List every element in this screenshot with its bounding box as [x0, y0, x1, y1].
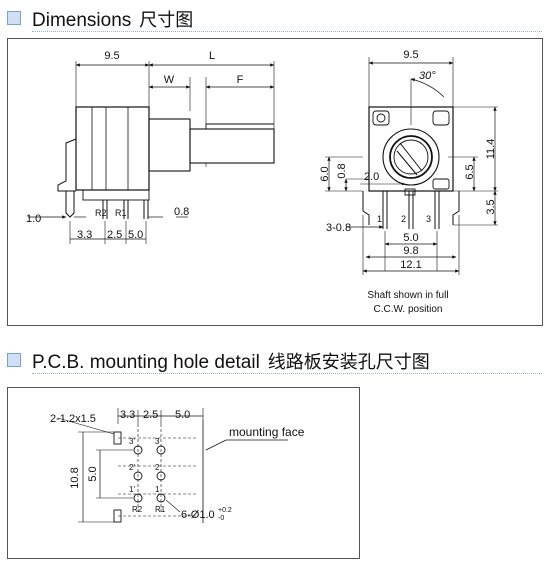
pcb-hole-1p: 1' [129, 485, 135, 494]
pcb-panel: 2-1.2x1.5 3.3 2.5 5.0 mounting face 10.8… [7, 387, 360, 559]
front-dim-2-0: 2.0 [364, 171, 379, 183]
dimensions-panel: 9.5 L W F 1.0 0.8 3.3 2.5 5.0 R2 R1 9.5 … [7, 38, 543, 326]
pcb-hole-R1: R1 [155, 505, 166, 514]
side-dim-5-0: 5.0 [128, 229, 143, 241]
pcb-dim-2-5: 2.5 [143, 409, 158, 421]
side-view [28, 61, 275, 244]
side-dim-9-5: 9.5 [104, 50, 119, 62]
section-divider [32, 31, 542, 32]
front-pin-2: 2 [401, 214, 406, 224]
front-dim-6-5: 6.5 [464, 164, 476, 179]
front-dim-11-4: 11.4 [485, 139, 497, 160]
front-dim-12-1: 12.1 [400, 259, 421, 271]
side-dim-L: L [209, 50, 215, 62]
side-pin-R2: R2 [95, 208, 107, 218]
pcb-hole-spec: 6-Ø1.0 [181, 509, 215, 521]
front-dim-0-8: 0.8 [336, 163, 348, 178]
pcb-dim-10-8: 10.8 [69, 467, 81, 488]
front-note-line2: C.C.W. position [374, 304, 443, 315]
pcb-hole-3: 3 [155, 437, 160, 446]
pcb-hole-2: 2 [155, 463, 160, 472]
section-bullet-icon [7, 11, 21, 25]
front-dim-3-5: 3.5 [485, 199, 497, 214]
section-header-dimensions: Dimensions 尺寸图 [0, 4, 550, 34]
front-pin-3: 3 [426, 214, 431, 224]
pcb-hole-2p: 2' [129, 463, 135, 472]
side-dim-1-0: 1.0 [26, 213, 41, 225]
section-title-cn: 线路板安装孔尺寸图 [267, 352, 430, 373]
pcb-tol-plus: +0.2 [218, 507, 232, 514]
side-dim-F: F [237, 74, 244, 86]
pcb-hole-R2: R2 [132, 505, 143, 514]
section-bullet-icon [7, 353, 21, 367]
side-dim-2-5: 2.5 [107, 229, 122, 241]
front-pin-1: 1 [377, 214, 382, 224]
side-dim-W: W [164, 74, 175, 86]
pcb-drawing: 2-1.2x1.5 3.3 2.5 5.0 mounting face 10.8… [50, 408, 305, 523]
front-note-line1: Shaft shown in full [367, 290, 448, 301]
pcb-hole-1: 1 [155, 485, 160, 494]
front-dim-6-0: 6.0 [319, 166, 331, 181]
pcb-dim-5-0-v: 5.0 [87, 466, 99, 481]
section-header-pcb: P.C.B. mounting hole detail 线路板安装孔尺寸图 [0, 346, 550, 376]
front-dim-9-8: 9.8 [403, 245, 418, 257]
front-dim-9-5: 9.5 [403, 49, 418, 61]
side-dim-3-3: 3.3 [77, 229, 92, 241]
section-title: P.C.B. mounting hole detail 线路板安装孔尺寸图 [32, 348, 430, 374]
section-divider [32, 373, 542, 374]
pcb-label-slots: 2-1.2x1.5 [50, 413, 96, 425]
front-view [325, 57, 498, 275]
section-title-cn: 尺寸图 [139, 10, 194, 31]
pcb-hole-3p: 3' [129, 437, 135, 446]
front-dim-3-0-8: 3-0.8 [326, 222, 351, 234]
dimensions-drawing: 9.5 L W F 1.0 0.8 3.3 2.5 5.0 R2 R1 9.5 … [26, 49, 498, 315]
section-title: Dimensions 尺寸图 [32, 6, 193, 32]
section-title-en: P.C.B. mounting hole detail [32, 352, 260, 373]
pcb-dim-3-3: 3.3 [120, 409, 135, 421]
side-dim-0-8: 0.8 [174, 206, 189, 218]
front-dim-5-0: 5.0 [403, 232, 418, 244]
pcb-mounting-face-label: mounting face [229, 425, 305, 439]
pcb-tol-minus: -0 [218, 515, 224, 522]
section-title-en: Dimensions [32, 10, 132, 31]
side-pin-R1: R1 [115, 208, 127, 218]
front-angle-30: 30° [419, 70, 436, 82]
pcb-dim-5-0: 5.0 [175, 409, 190, 421]
